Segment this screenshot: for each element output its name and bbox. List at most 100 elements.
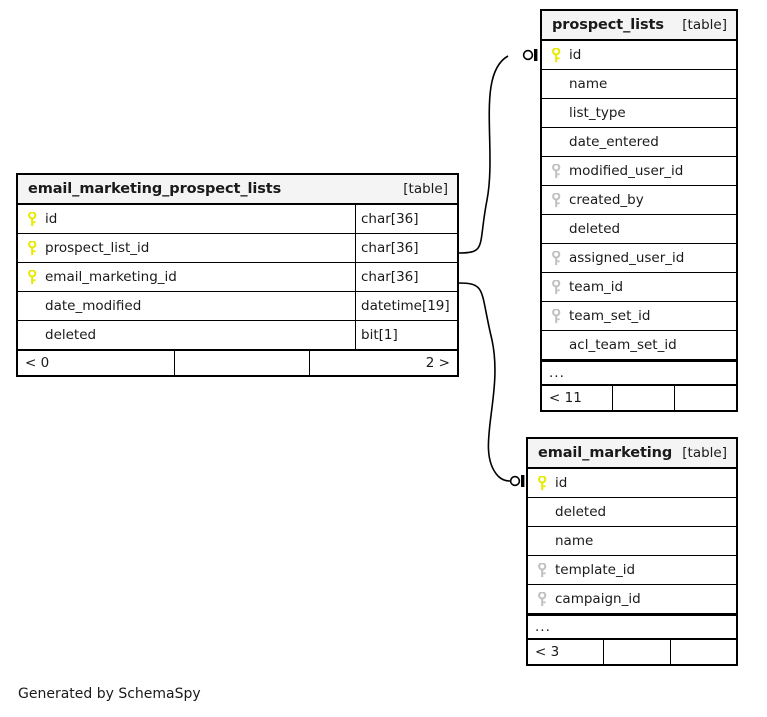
column-name-cell: campaign_id xyxy=(528,585,736,613)
more-columns-indicator: ... xyxy=(542,360,736,385)
column-name: modified_user_id xyxy=(569,163,684,179)
table-row[interactable]: name xyxy=(528,527,736,556)
column-name: assigned_user_id xyxy=(569,250,685,266)
table-footer-prospect_lists: < 11 xyxy=(542,385,736,410)
table-row[interactable]: date_modified datetime[19] xyxy=(18,292,457,321)
table-row[interactable]: team_id xyxy=(542,273,736,302)
table-row[interactable]: modified_user_id xyxy=(542,157,736,186)
column-name-cell: name xyxy=(528,527,736,555)
column-type: char[36] xyxy=(355,234,457,262)
table-row[interactable]: prospect_list_id char[36] xyxy=(18,234,457,263)
column-name: deleted xyxy=(45,327,97,343)
column-name: id xyxy=(555,475,568,491)
column-name: team_id xyxy=(569,279,624,295)
table-title: email_marketing xyxy=(538,445,673,461)
column-type: bit[1] xyxy=(355,321,457,349)
footer-cell xyxy=(603,640,670,664)
primary-key-icon xyxy=(26,240,39,256)
foreign-key-icon xyxy=(550,250,563,266)
column-name: deleted xyxy=(569,221,621,237)
column-name-cell: assigned_user_id xyxy=(542,244,736,272)
table-footer-email_marketing: < 3 xyxy=(528,639,736,664)
table-row[interactable]: assigned_user_id xyxy=(542,244,736,273)
primary-key-icon xyxy=(550,47,563,63)
table-type-tag: [table] xyxy=(403,181,448,197)
column-name: campaign_id xyxy=(555,591,641,607)
table-row[interactable]: created_by xyxy=(542,186,736,215)
column-name-cell: team_set_id xyxy=(542,302,736,330)
table-row[interactable]: template_id xyxy=(528,556,736,585)
foreign-key-icon xyxy=(550,308,563,324)
column-name: id xyxy=(569,47,582,63)
foreign-key-icon xyxy=(550,163,563,179)
column-name-cell: deleted xyxy=(18,321,355,349)
table-row[interactable]: list_type xyxy=(542,99,736,128)
column-type: datetime[19] xyxy=(355,292,457,320)
table-row[interactable]: deleted xyxy=(542,215,736,244)
table-row[interactable]: date_entered xyxy=(542,128,736,157)
footer-cell xyxy=(670,640,736,664)
column-name-cell: modified_user_id xyxy=(542,157,736,185)
primary-key-icon xyxy=(536,475,549,491)
footer-cell: < 11 xyxy=(549,390,582,406)
footer-cell: 2 > xyxy=(308,351,457,375)
table-row[interactable]: name xyxy=(542,70,736,99)
table-type-tag: [table] xyxy=(682,17,727,33)
column-name: acl_team_set_id xyxy=(569,337,677,353)
column-name-cell: created_by xyxy=(542,186,736,214)
column-name: deleted xyxy=(555,504,607,520)
column-name: date_modified xyxy=(45,298,142,314)
table-header-email_marketing: email_marketing [table] xyxy=(528,439,736,469)
primary-key-icon xyxy=(26,269,39,285)
column-name-cell: deleted xyxy=(542,215,736,243)
foreign-key-icon xyxy=(550,279,563,295)
column-name-cell: date_entered xyxy=(542,128,736,156)
table-row[interactable]: team_set_id xyxy=(542,302,736,331)
foreign-key-icon xyxy=(550,192,563,208)
footer-cell: < 3 xyxy=(535,644,560,660)
column-name-cell: id xyxy=(18,205,355,233)
column-name-cell: email_marketing_id xyxy=(18,263,355,291)
column-name-cell: prospect_list_id xyxy=(18,234,355,262)
table-row[interactable]: deleted xyxy=(528,498,736,527)
table-row[interactable]: id xyxy=(542,41,736,70)
column-name-cell: date_modified xyxy=(18,292,355,320)
column-name-cell: id xyxy=(542,41,736,69)
column-name: list_type xyxy=(569,105,626,121)
table-row[interactable]: acl_team_set_id xyxy=(542,331,736,360)
column-name: template_id xyxy=(555,562,636,578)
relationship-rel-prospect-list xyxy=(458,49,538,254)
table-row[interactable]: campaign_id xyxy=(528,585,736,614)
table-title: email_marketing_prospect_lists xyxy=(28,181,282,197)
column-name: team_set_id xyxy=(569,308,651,324)
table-row[interactable]: id xyxy=(528,469,736,498)
footer-cell xyxy=(612,386,674,410)
table-email_marketing[interactable]: email_marketing [table] id deleted name templ… xyxy=(526,437,738,666)
column-type: char[36] xyxy=(355,263,457,291)
column-name: prospect_list_id xyxy=(45,240,150,256)
column-name: date_entered xyxy=(569,134,659,150)
more-columns-indicator: ... xyxy=(528,614,736,639)
column-name-cell: template_id xyxy=(528,556,736,584)
column-name: name xyxy=(569,76,608,92)
column-type: char[36] xyxy=(355,205,457,233)
primary-key-icon xyxy=(26,211,39,227)
foreign-key-icon xyxy=(536,591,549,607)
column-name-cell: list_type xyxy=(542,99,736,127)
table-row[interactable]: deleted bit[1] xyxy=(18,321,457,350)
column-name-cell: id xyxy=(528,469,736,497)
table-title: prospect_lists xyxy=(552,17,664,33)
column-name: name xyxy=(555,533,594,549)
table-type-tag: [table] xyxy=(682,445,727,461)
footer-cell xyxy=(674,386,736,410)
column-name: created_by xyxy=(569,192,644,208)
foreign-key-icon xyxy=(536,562,549,578)
column-name-cell: team_id xyxy=(542,273,736,301)
relationship-rel-email-marketing xyxy=(458,282,525,487)
